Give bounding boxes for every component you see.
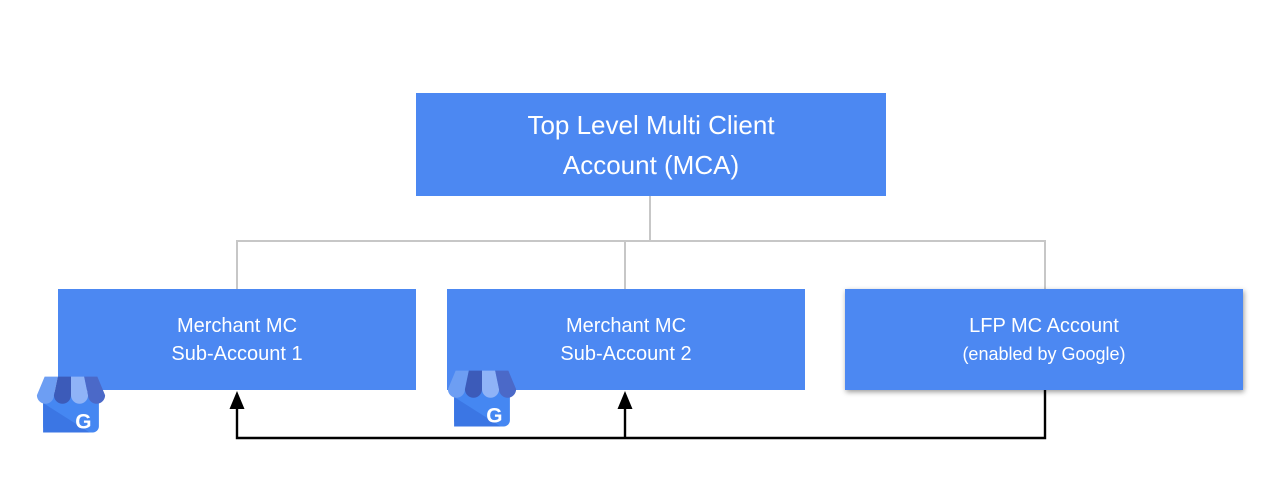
node-sub1-label-line1: Merchant MC — [176, 314, 298, 337]
sub2-arrowhead-icon — [617, 391, 633, 409]
sub1-arrowhead-icon — [229, 391, 245, 409]
node-merchant-sub-account-1: Merchant MC Sub-Account 1 — [58, 289, 416, 390]
awning-stripe-1 — [36, 376, 58, 404]
storefront-fold — [454, 397, 501, 427]
node-mca: Top Level Multi Client Account (MCA) — [416, 93, 886, 196]
node-lfp-label-line2: (enabled by Google) — [962, 343, 1126, 364]
lfp-to-sub1-arrow-line — [235, 390, 1047, 440]
awning-stripe-2 — [53, 376, 71, 404]
google-g-letter: G — [75, 411, 91, 434]
node-mca-label-line1: Top Level Multi Client — [527, 109, 775, 140]
node-sub2-label-line2: Sub-Account 2 — [560, 342, 692, 365]
node-mca-label-line2: Account (MCA) — [562, 149, 740, 180]
awning-stripe-2 — [464, 370, 482, 398]
awning-stripe-3 — [482, 370, 500, 398]
awning-stripe-1 — [447, 370, 469, 398]
awning-stripe-3 — [71, 376, 89, 404]
node-lfp-mc-account: LFP MC Account (enabled by Google) — [845, 289, 1243, 390]
google-my-business-icon: G — [36, 376, 106, 434]
google-g-letter: G — [486, 405, 502, 428]
node-sub2-label-line1: Merchant MC — [565, 314, 687, 337]
google-my-business-icon: G — [447, 370, 517, 428]
awning-stripe-4 — [84, 376, 106, 404]
node-sub1-label-line2: Sub-Account 1 — [171, 342, 303, 365]
node-lfp-label-line1: LFP MC Account — [969, 314, 1119, 337]
awning-stripe-4 — [495, 370, 517, 398]
